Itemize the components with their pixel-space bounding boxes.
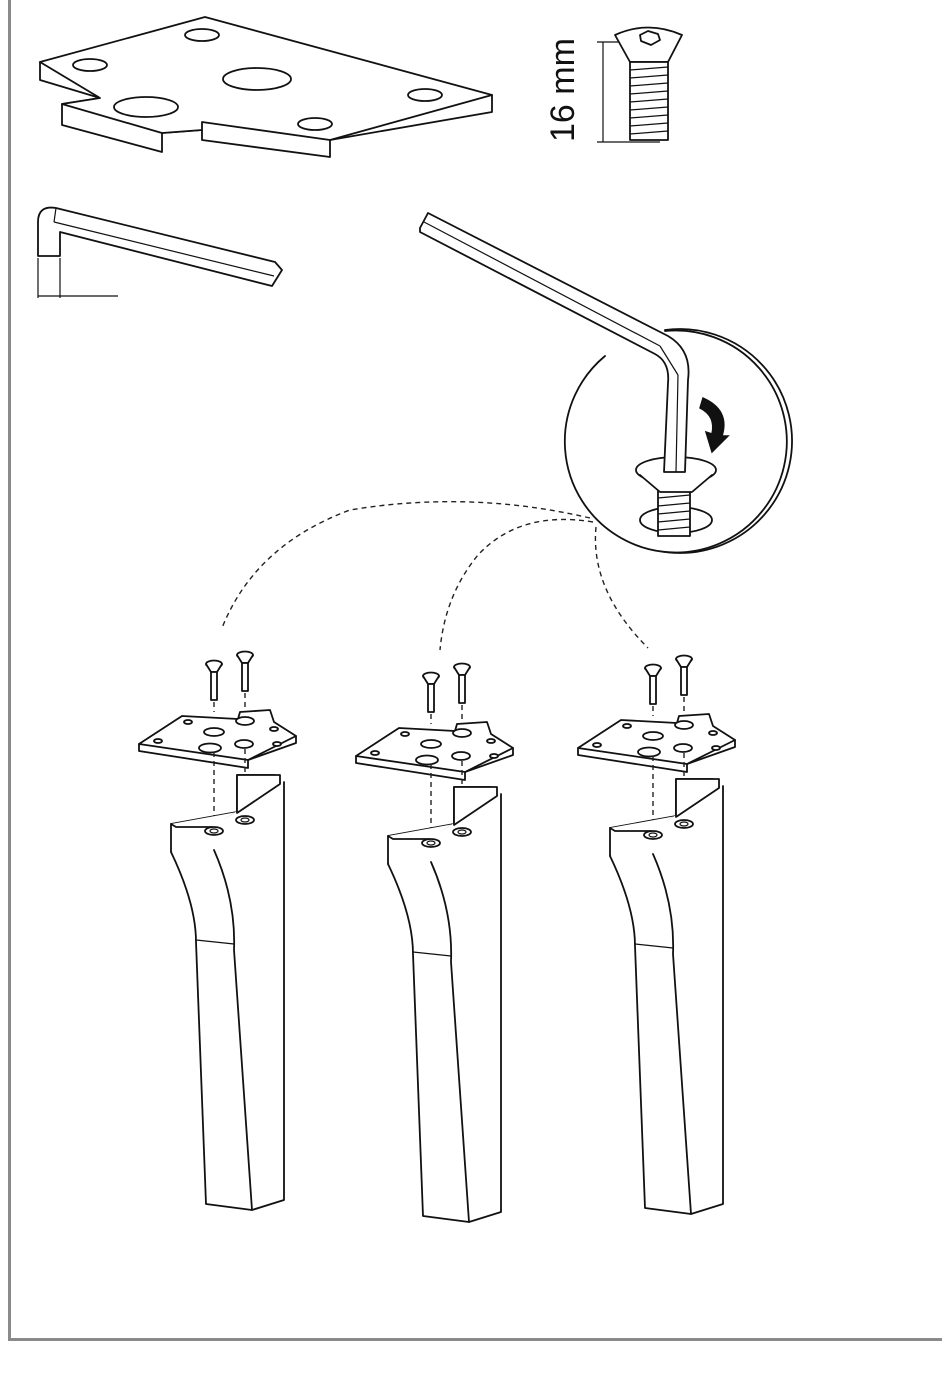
screw-length-label: 16 mm	[544, 38, 582, 142]
leg-assembly-3	[578, 656, 735, 1215]
screw-dimension-callout: 16 mm	[544, 28, 682, 143]
allen-key-icon	[38, 208, 282, 298]
leg-assembly-1	[139, 652, 296, 1211]
callout-leaders	[222, 502, 648, 650]
leg-assembly-2	[356, 664, 513, 1223]
countersunk-screw-icon	[615, 28, 682, 141]
mounting-plate-large	[40, 17, 492, 157]
